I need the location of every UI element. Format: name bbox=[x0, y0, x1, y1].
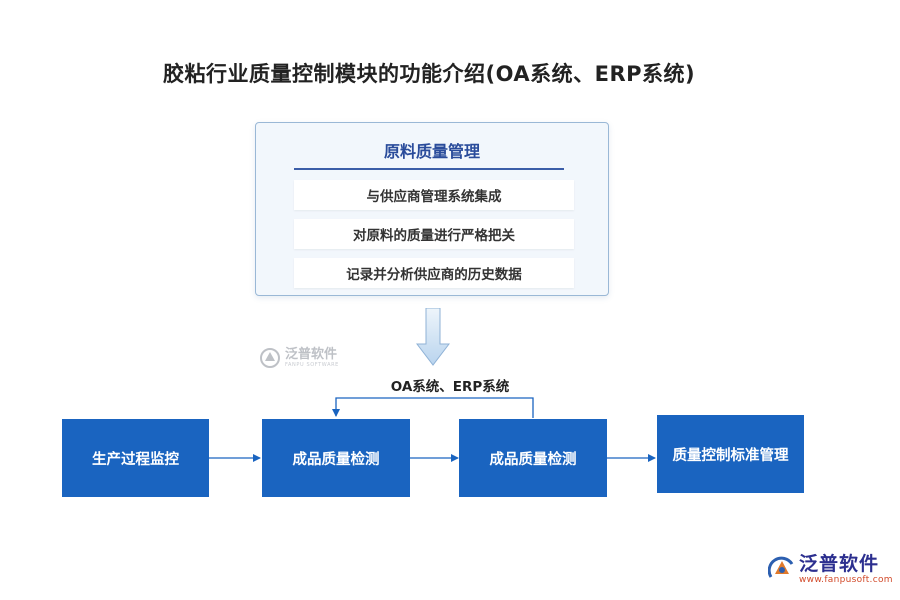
fanpu-logo: 泛普软件 www.fanpusoft.com bbox=[768, 553, 893, 585]
watermark: 泛普软件 FANPU SOFTWARE bbox=[259, 347, 339, 369]
logo-url: www.fanpusoft.com bbox=[799, 575, 893, 585]
panel-item-supplier-integration: 与供应商管理系统集成 bbox=[294, 180, 574, 210]
raw-material-panel: 原料质量管理 与供应商管理系统集成 对原料的质量进行严格把关 记录并分析供应商的… bbox=[255, 122, 609, 296]
down-arrow-icon bbox=[416, 308, 450, 366]
feedback-label: OA系统、ERP系统 bbox=[390, 379, 510, 395]
feedback-connector bbox=[332, 397, 534, 418]
panel-item-history-analysis: 记录并分析供应商的历史数据 bbox=[294, 258, 574, 288]
panel-divider bbox=[294, 168, 564, 170]
flow-box-product-inspection-2: 成品质量检测 bbox=[459, 419, 607, 497]
watermark-logo-icon bbox=[260, 348, 280, 368]
panel-item-quality-check: 对原料的质量进行严格把关 bbox=[294, 219, 574, 249]
flow-box-standard-management: 质量控制标准管理 bbox=[657, 415, 804, 493]
watermark-sub: FANPU SOFTWARE bbox=[285, 361, 339, 368]
flow-box-product-inspection-1: 成品质量检测 bbox=[262, 419, 410, 497]
flow-box-production-monitoring: 生产过程监控 bbox=[62, 419, 209, 497]
page-title: 胶粘行业质量控制模块的功能介绍(OA系统、ERP系统) bbox=[163, 62, 696, 86]
panel-title: 原料质量管理 bbox=[383, 142, 480, 161]
logo-name: 泛普软件 bbox=[799, 553, 880, 575]
watermark-name: 泛普软件 bbox=[285, 346, 338, 362]
fanpu-logo-icon bbox=[768, 556, 794, 578]
